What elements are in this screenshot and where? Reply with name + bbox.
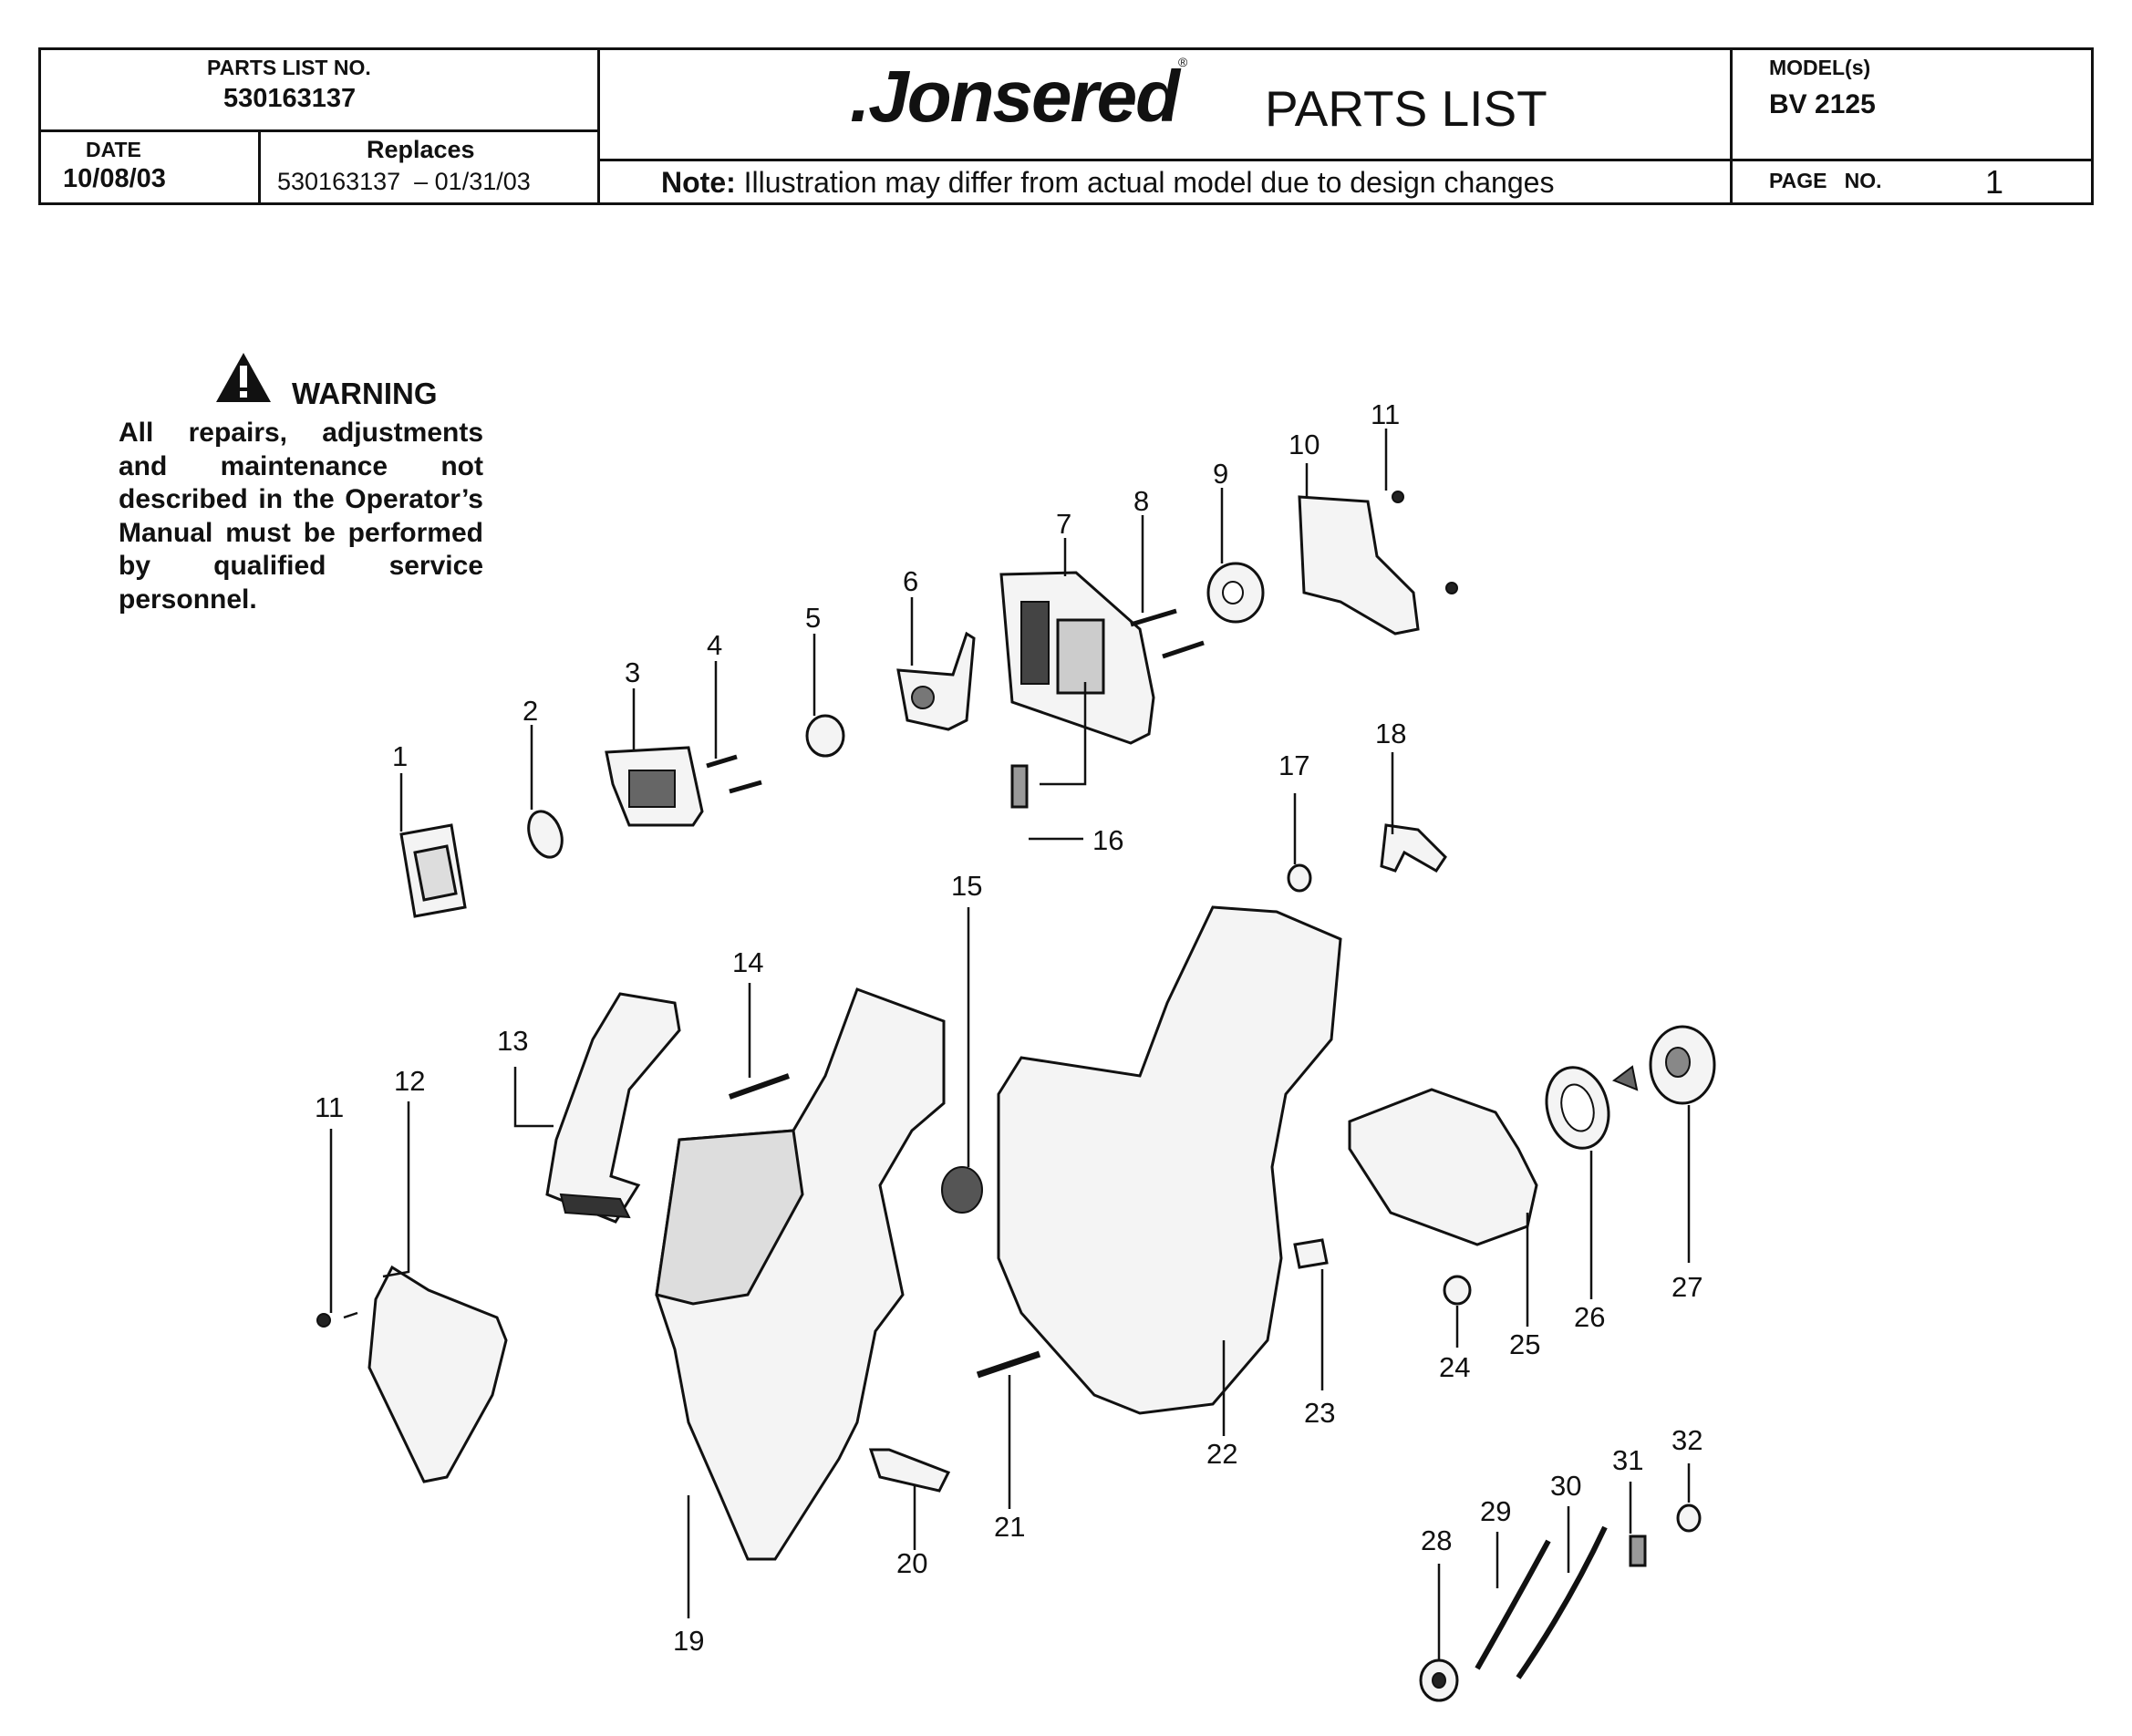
part-21-pin: [976, 1350, 1041, 1379]
page-cell: [1730, 159, 2094, 205]
part-18-knob: [1380, 823, 1447, 873]
callout-18: 18: [1375, 718, 1406, 749]
callout-4: 4: [707, 629, 722, 661]
callout-31: 31: [1612, 1444, 1643, 1476]
callout-24: 24: [1439, 1351, 1470, 1383]
document-title: PARTS LIST: [1265, 80, 1547, 137]
part-25-nozzle: [1348, 1088, 1538, 1246]
callout-2: 2: [523, 695, 538, 727]
callout-14: 14: [732, 946, 763, 978]
part-28-washer: [1419, 1658, 1459, 1702]
part-26-ring: [1545, 1066, 1610, 1150]
callout-6: 6: [903, 565, 918, 597]
warning-text: All repairs, adjustments and maintenance…: [119, 418, 483, 615]
part-4-screws: [706, 754, 762, 794]
callout-16: 16: [1092, 824, 1123, 856]
part-22-housing-right: [997, 905, 1342, 1415]
leader-lines: [329, 429, 1691, 1659]
callout-12: 12: [394, 1065, 425, 1097]
replaces-value: 530163137 – 01/31/03: [277, 168, 531, 195]
registered-mark: ®: [1177, 55, 1188, 69]
part-13-handle: [545, 992, 681, 1224]
part-5-ring: [805, 714, 845, 758]
callout-8: 8: [1133, 485, 1149, 517]
part-6-carburetor: [896, 631, 976, 731]
warning-title: WARNING: [292, 377, 438, 410]
callout-32: 32: [1671, 1424, 1702, 1456]
model-label: MODEL(s): [1769, 56, 1871, 79]
part-11-screw-left: [316, 1313, 331, 1328]
page-label: PAGE NO.: [1769, 169, 1882, 192]
parts-list-no-value: 530163137: [223, 84, 357, 113]
parts-list-no-label: PARTS LIST NO.: [207, 56, 371, 79]
callout-27: 27: [1671, 1271, 1702, 1303]
callout-13: 13: [497, 1025, 528, 1057]
callout-9: 9: [1213, 458, 1228, 490]
part-10-cover-plate: [1298, 495, 1420, 636]
date-label: DATE: [86, 138, 141, 161]
part-12-engine-cover: [367, 1265, 508, 1483]
part-31-fuel-filter: [1629, 1534, 1647, 1567]
callout-25: 25: [1509, 1328, 1540, 1360]
callout-30: 30: [1550, 1470, 1581, 1502]
callout-5: 5: [805, 602, 821, 634]
part-3-filter-housing: [605, 746, 704, 827]
callout-23: 23: [1304, 1397, 1335, 1429]
callout-1: 1: [392, 740, 408, 772]
part-23-grommet: [1293, 1238, 1329, 1269]
part-2-gasket: [527, 810, 564, 859]
design-note: Note: Illustration may differ from actua…: [661, 166, 1554, 200]
callout-29: 29: [1480, 1495, 1511, 1527]
part-24-plug: [1443, 1275, 1472, 1306]
callout-22: 22: [1206, 1438, 1237, 1470]
part-29-fuel-line: [1475, 1539, 1551, 1670]
replaces-label: Replaces: [367, 136, 475, 163]
page-number: 1: [1985, 163, 2004, 201]
callout-15: 15: [951, 870, 982, 902]
note-text: Illustration may differ from actual mode…: [743, 166, 1555, 199]
callout-11-left: 11: [315, 1091, 344, 1123]
callout-21: 21: [994, 1511, 1025, 1543]
callout-11-top: 11: [1371, 398, 1400, 430]
brand-wordmark: .Jonsered: [850, 56, 1180, 137]
part-8-bolts: [1130, 608, 1205, 659]
part-1-air-filter: [399, 823, 467, 918]
part-14-screw: [728, 1073, 791, 1100]
callout-10: 10: [1289, 429, 1320, 460]
part-16-insert: [1010, 764, 1029, 809]
callout-3: 3: [625, 656, 640, 688]
part-27-wheel: [1611, 1025, 1716, 1105]
part-32-grommet: [1676, 1504, 1702, 1533]
part-17-nut: [1287, 863, 1312, 893]
callout-19: 19: [673, 1625, 704, 1657]
callout-28: 28: [1421, 1524, 1452, 1556]
part-11-screws-top: [1392, 491, 1458, 594]
date-value: 10/08/03: [63, 164, 166, 193]
part-15-fan: [941, 1166, 983, 1214]
title-block: PARTS LIST NO. 530163137 DATE 10/08/03 R…: [38, 47, 2094, 205]
callout-7: 7: [1056, 508, 1071, 540]
note-label: Note:: [661, 166, 736, 199]
callout-numbers: 1 2 3 4 5 6 7 8 9 10 11 18 17 16 15 14 1…: [315, 398, 1702, 1657]
callout-17: 17: [1278, 749, 1309, 781]
warning-icon: [216, 353, 271, 402]
callout-20: 20: [896, 1547, 927, 1579]
brand-logo: .Jonsered®: [850, 55, 1187, 139]
part-30-fuel-line: [1516, 1525, 1608, 1679]
callout-26: 26: [1574, 1301, 1605, 1333]
model-value: BV 2125: [1769, 89, 1876, 119]
part-9-spacer: [1206, 562, 1265, 624]
part-19-housing-left: [655, 987, 946, 1561]
part-7-carb-plate: [999, 571, 1155, 745]
part-20-clip: [868, 1448, 951, 1493]
